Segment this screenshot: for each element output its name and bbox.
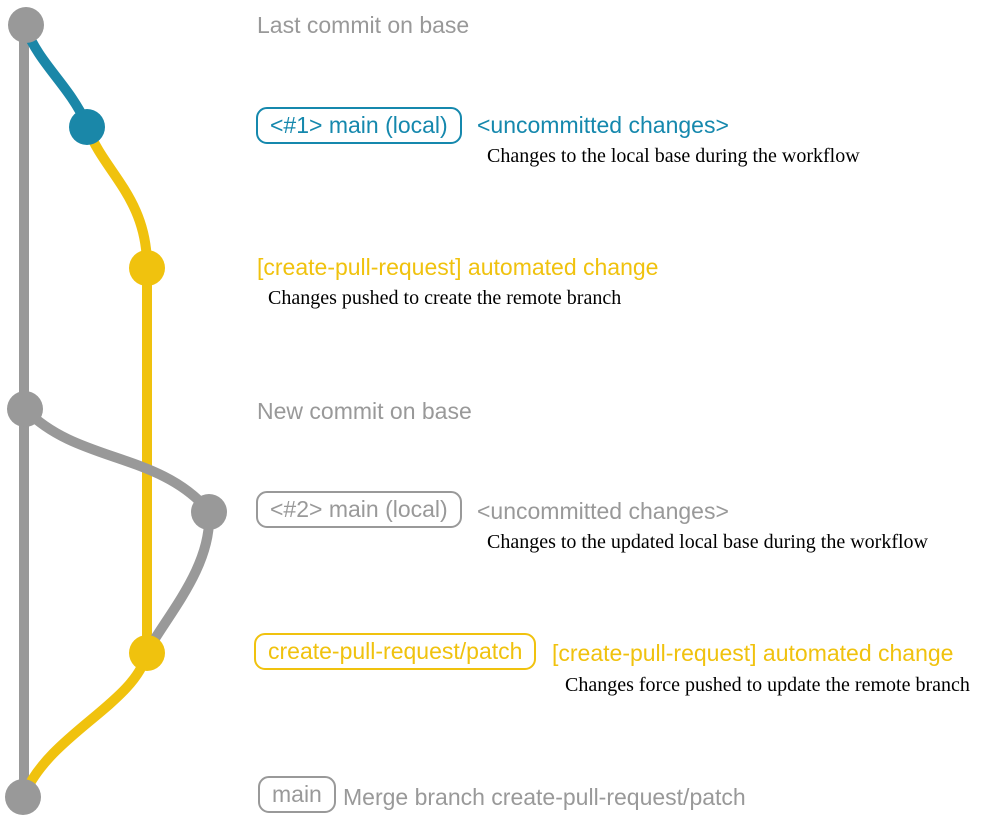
commit-caption-automated-1: Changes pushed to create the remote bran… [268,287,622,309]
commit-label-last-base: Last commit on base [257,12,470,38]
branch-badge-main-local-2: <#2> main (local) [256,491,462,529]
git-graph-canvas [5,7,227,815]
commit-dot-merge [5,779,41,815]
commit-dot-base-2 [7,391,43,427]
commit-dot-base-1 [8,7,44,43]
patch-branch-edge [83,124,152,271]
uncommitted-1-edge [20,22,91,128]
commit-label-new-base: New commit on base [257,398,472,424]
commit-caption-uncommitted-2: Changes to the updated local base during… [487,531,928,553]
branch-badge-patch: create-pull-request/patch [254,633,537,671]
commit-dot-uncommitted-1 [69,109,105,145]
commit-message-merge: Merge branch create-pull-request/patch [343,784,746,810]
branch-badge-main-local-1-text: <#1> main (local) [256,107,462,145]
branch-badge-main-local-1: <#1> main (local) [256,107,462,145]
commit-dot-patch-1 [129,250,165,286]
commit-message-automated-1: [create-pull-request] automated change [257,254,659,280]
commit-message-automated-2: [create-pull-request] automated change [552,640,954,666]
merge-edge [20,648,152,798]
commit-caption-uncommitted-1: Changes to the local base during the wor… [487,145,860,167]
branch-badge-patch-text: create-pull-request/patch [254,633,537,671]
commit-caption-automated-2: Changes force pushed to update the remot… [565,674,970,696]
commit-dot-uncommitted-2 [191,494,227,530]
commit-message-uncommitted-2: <uncommitted changes> [477,498,729,524]
branch-badge-main-text: main [258,776,336,814]
rebase-edge-2 [143,508,215,655]
branch-badge-main-local-2-text: <#2> main (local) [256,491,462,529]
commit-message-uncommitted-1: <uncommitted changes> [477,112,729,138]
rebase-edge-1 [21,405,213,515]
branch-badge-main: main [258,776,336,814]
commit-dot-patch-2 [129,635,165,671]
